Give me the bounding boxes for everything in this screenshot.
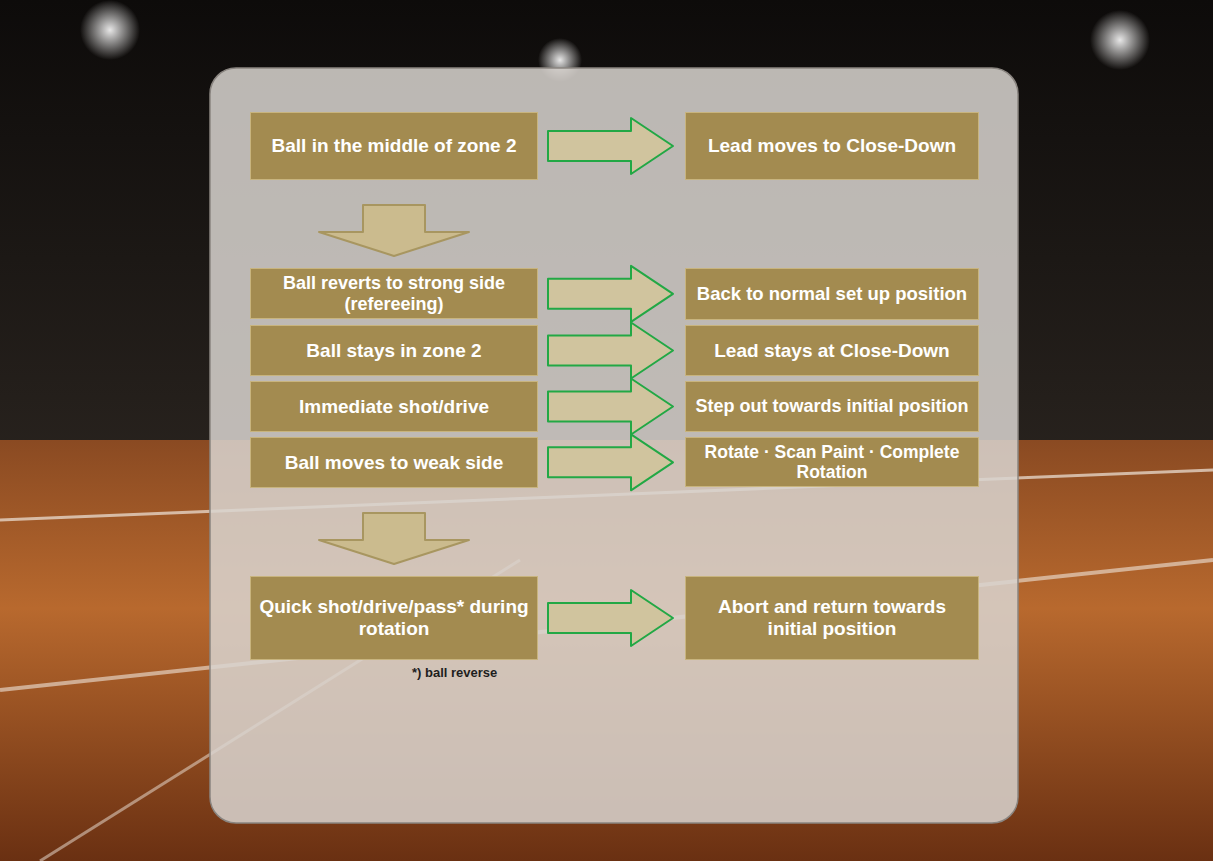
step-box: Ball reverts to strong side (refereeing)	[250, 268, 538, 319]
step-box: Ball stays in zone 2	[250, 325, 538, 376]
step-box: Ball moves to weak side	[250, 437, 538, 488]
step-text: Immediate shot/drive	[291, 394, 497, 420]
step-text: Step out towards initial position	[688, 394, 977, 419]
step-text: Ball moves to weak side	[277, 450, 512, 476]
right-arrow	[548, 379, 673, 435]
right-arrow	[548, 323, 673, 379]
step-box: Ball in the middle of zone 2	[250, 112, 538, 180]
right-arrow	[548, 118, 673, 174]
step-box: Lead stays at Close-Down	[685, 325, 979, 376]
step-text: Ball reverts to strong side (refereeing)	[251, 271, 537, 316]
down-arrow	[319, 513, 469, 564]
step-box: Rotate · Scan Paint · Complete Rotation	[685, 437, 979, 487]
step-box: Quick shot/drive/pass* during rotation	[250, 576, 538, 660]
step-text: Ball stays in zone 2	[298, 338, 489, 364]
step-text: Rotate · Scan Paint · Complete Rotation	[686, 440, 978, 484]
step-text: Back to normal set up position	[689, 281, 975, 306]
step-box: Back to normal set up position	[685, 268, 979, 320]
down-arrow	[319, 205, 469, 256]
step-text: Ball in the middle of zone 2	[264, 133, 525, 159]
step-box: Step out towards initial position	[685, 381, 979, 432]
panel	[210, 68, 1018, 823]
footnote: *) ball reverse	[412, 665, 497, 680]
right-arrow	[548, 590, 673, 646]
step-box: Abort and return towards initial positio…	[685, 576, 979, 660]
step-text: Quick shot/drive/pass* during rotation	[251, 594, 537, 642]
step-box: Lead moves to Close-Down	[685, 112, 979, 180]
step-box: Immediate shot/drive	[250, 381, 538, 432]
right-arrow	[548, 434, 673, 490]
right-arrow	[548, 266, 673, 322]
step-text: Abort and return towards initial positio…	[686, 594, 978, 642]
step-text: Lead stays at Close-Down	[706, 338, 957, 364]
step-text: Lead moves to Close-Down	[700, 133, 964, 159]
